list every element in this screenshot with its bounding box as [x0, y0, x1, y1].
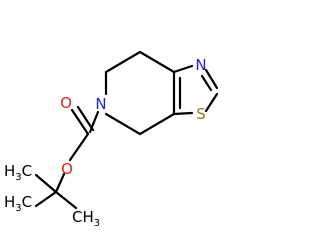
bond — [138, 112, 176, 136]
bond — [104, 112, 142, 136]
bond — [68, 132, 90, 162]
bond — [70, 108, 90, 136]
structure-diagram: N N S O O H3C H3C CH3 — [4, 50, 219, 229]
bond — [54, 190, 78, 210]
bond — [138, 50, 176, 74]
carbonyl-oxygen-label: O — [60, 94, 72, 112]
bond — [54, 172, 66, 194]
bond — [76, 105, 95, 132]
bond — [34, 173, 58, 194]
ester-oxygen-label: O — [61, 160, 73, 178]
bond — [172, 111, 194, 116]
bond — [200, 74, 213, 92]
methyl-mid-left-label: H3C — [4, 193, 32, 214]
sulfur-label: S — [196, 105, 206, 123]
bond — [104, 50, 142, 74]
thiazole-nitrogen-label: N — [195, 56, 206, 74]
bond — [34, 190, 58, 208]
bond — [204, 68, 219, 90]
bond — [172, 64, 194, 74]
bond — [204, 92, 219, 113]
methyl-bottom-right-label: CH3 — [72, 208, 100, 229]
methyl-top-left-label: H3C — [4, 162, 32, 183]
molecule-canvas: N N S O O H3C H3C CH3 — [4, 50, 219, 229]
ring-nitrogen-label: N — [95, 95, 106, 113]
